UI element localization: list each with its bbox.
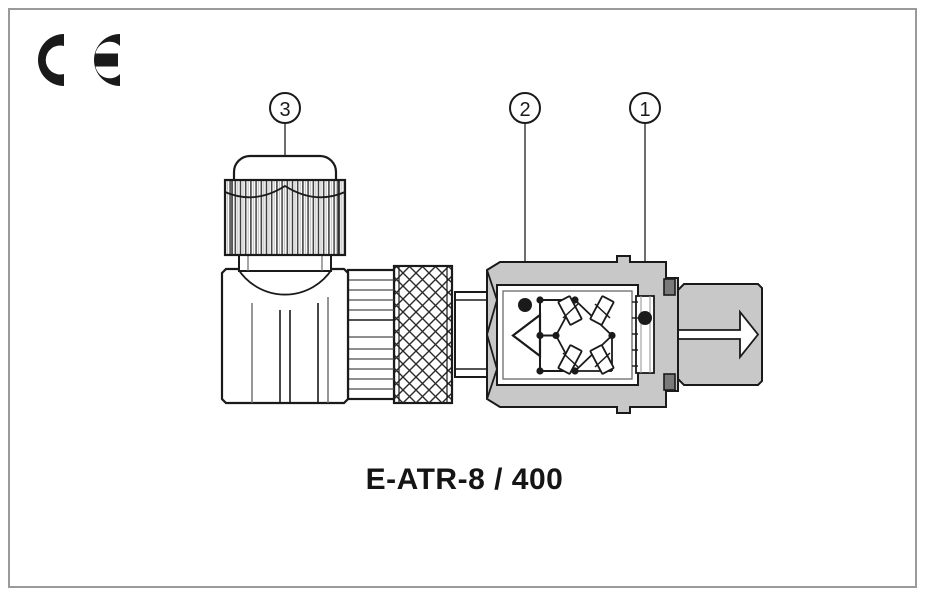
ce-letter-e-icon xyxy=(94,34,120,86)
callout-1-target-dot xyxy=(638,311,652,325)
bridge-node-bottom-left xyxy=(536,367,544,375)
callout-3-circle xyxy=(269,92,301,124)
ce-letter-c-icon xyxy=(38,34,64,86)
connector-stub xyxy=(454,291,488,378)
cap-hex-facet-curve xyxy=(224,184,346,199)
hex-process-fitting xyxy=(635,283,763,386)
bridge-resistor-top-left xyxy=(557,295,583,326)
stub-barrel xyxy=(454,291,488,378)
callout-2: 2 xyxy=(509,92,541,305)
callout-2-target-dot xyxy=(518,298,532,312)
callout-2-number: 2 xyxy=(519,99,530,121)
angled-connector-body xyxy=(220,267,350,405)
bridge-node-top xyxy=(571,296,579,304)
knurled-nut-body xyxy=(392,264,454,405)
cap-dome-top xyxy=(232,154,338,184)
o-ring-seal-bottom xyxy=(663,373,676,391)
callout-1-number: 1 xyxy=(639,99,650,121)
bridge-node-left xyxy=(552,331,560,340)
callout-3-number: 3 xyxy=(279,99,290,121)
bridge-node-mid-left xyxy=(536,331,544,340)
connection-collar-band xyxy=(635,295,655,374)
ribbed-coupling-ring xyxy=(346,268,396,401)
o-ring-seal-top xyxy=(663,278,676,296)
bridge-node-top-left xyxy=(536,296,544,304)
cap-knurled-barrel xyxy=(223,178,347,257)
callout-1-circle xyxy=(629,92,661,124)
connector-body-outline xyxy=(220,267,350,405)
bridge-node-right xyxy=(608,331,616,340)
callout-2-circle xyxy=(509,92,541,124)
bridge-node-bottom xyxy=(571,367,579,375)
ribbed-ring-body xyxy=(346,268,396,401)
bridge-resistor-bottom-left xyxy=(557,344,583,375)
connector-shoulder-curve xyxy=(237,268,333,296)
cross-knurled-nut xyxy=(392,264,454,405)
knurled-cap-nut xyxy=(223,154,347,257)
ce-marking xyxy=(38,34,120,86)
bridge-resistor-bottom-right xyxy=(589,344,615,375)
bridge-resistor-top-right xyxy=(589,295,615,326)
part-number-label: E-ATR-8 / 400 xyxy=(365,463,564,496)
wheatstone-bridge-schematic xyxy=(511,295,616,375)
